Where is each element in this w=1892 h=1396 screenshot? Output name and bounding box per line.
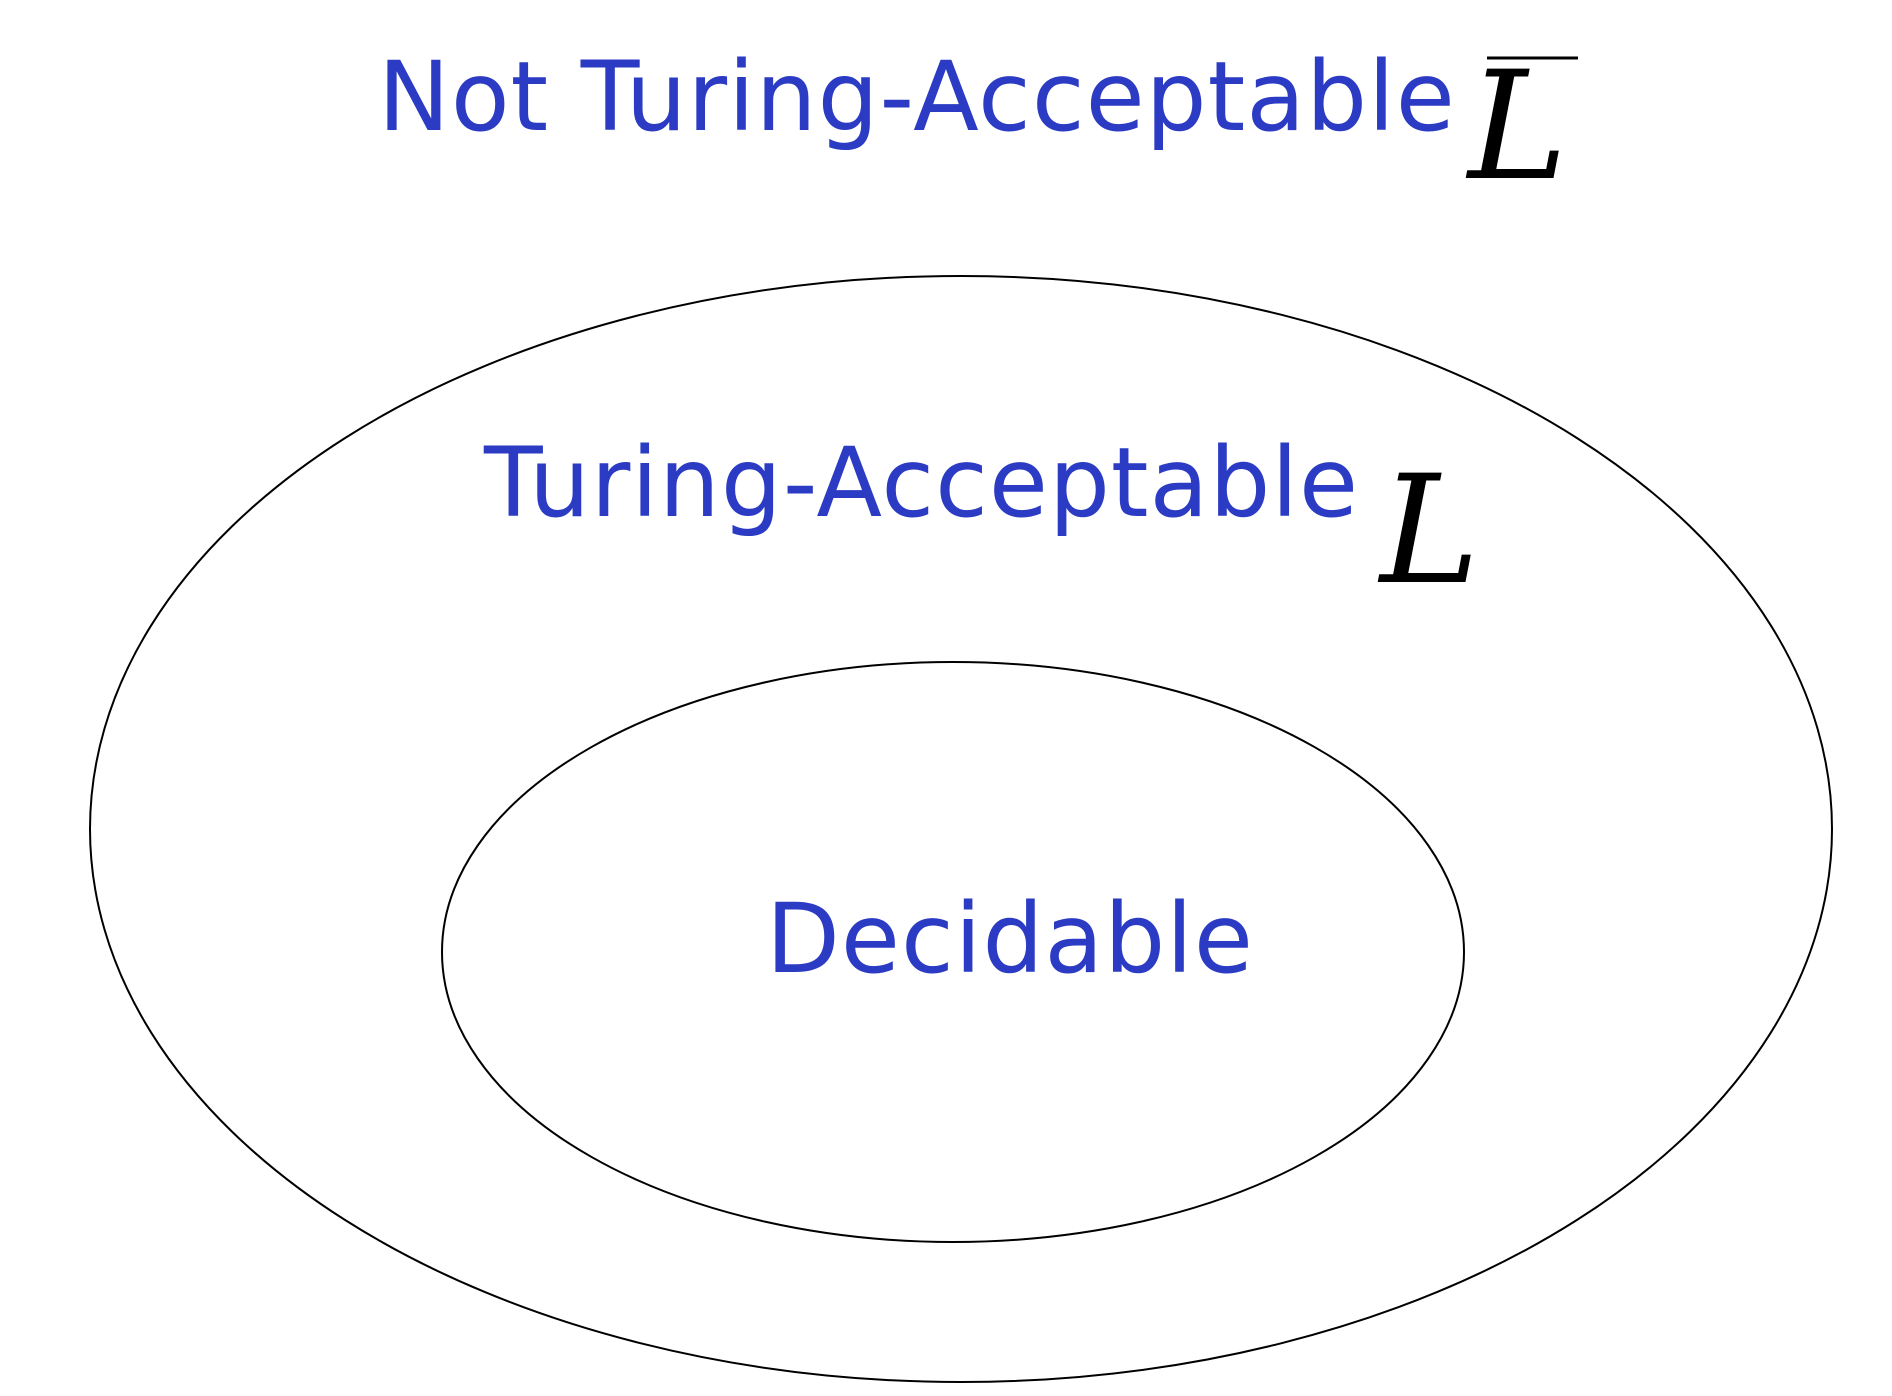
- turing-acceptable-ellipse: [89, 275, 1833, 1383]
- decidable-label: Decidable: [766, 883, 1254, 995]
- not-turing-acceptable-label: Not Turing-Acceptable: [378, 41, 1456, 153]
- complement-language-symbol: L: [1465, 40, 1568, 214]
- language-symbol: L: [1377, 444, 1480, 618]
- turing-acceptable-label: Turing-Acceptable: [483, 427, 1359, 539]
- decidable-ellipse: [441, 661, 1465, 1243]
